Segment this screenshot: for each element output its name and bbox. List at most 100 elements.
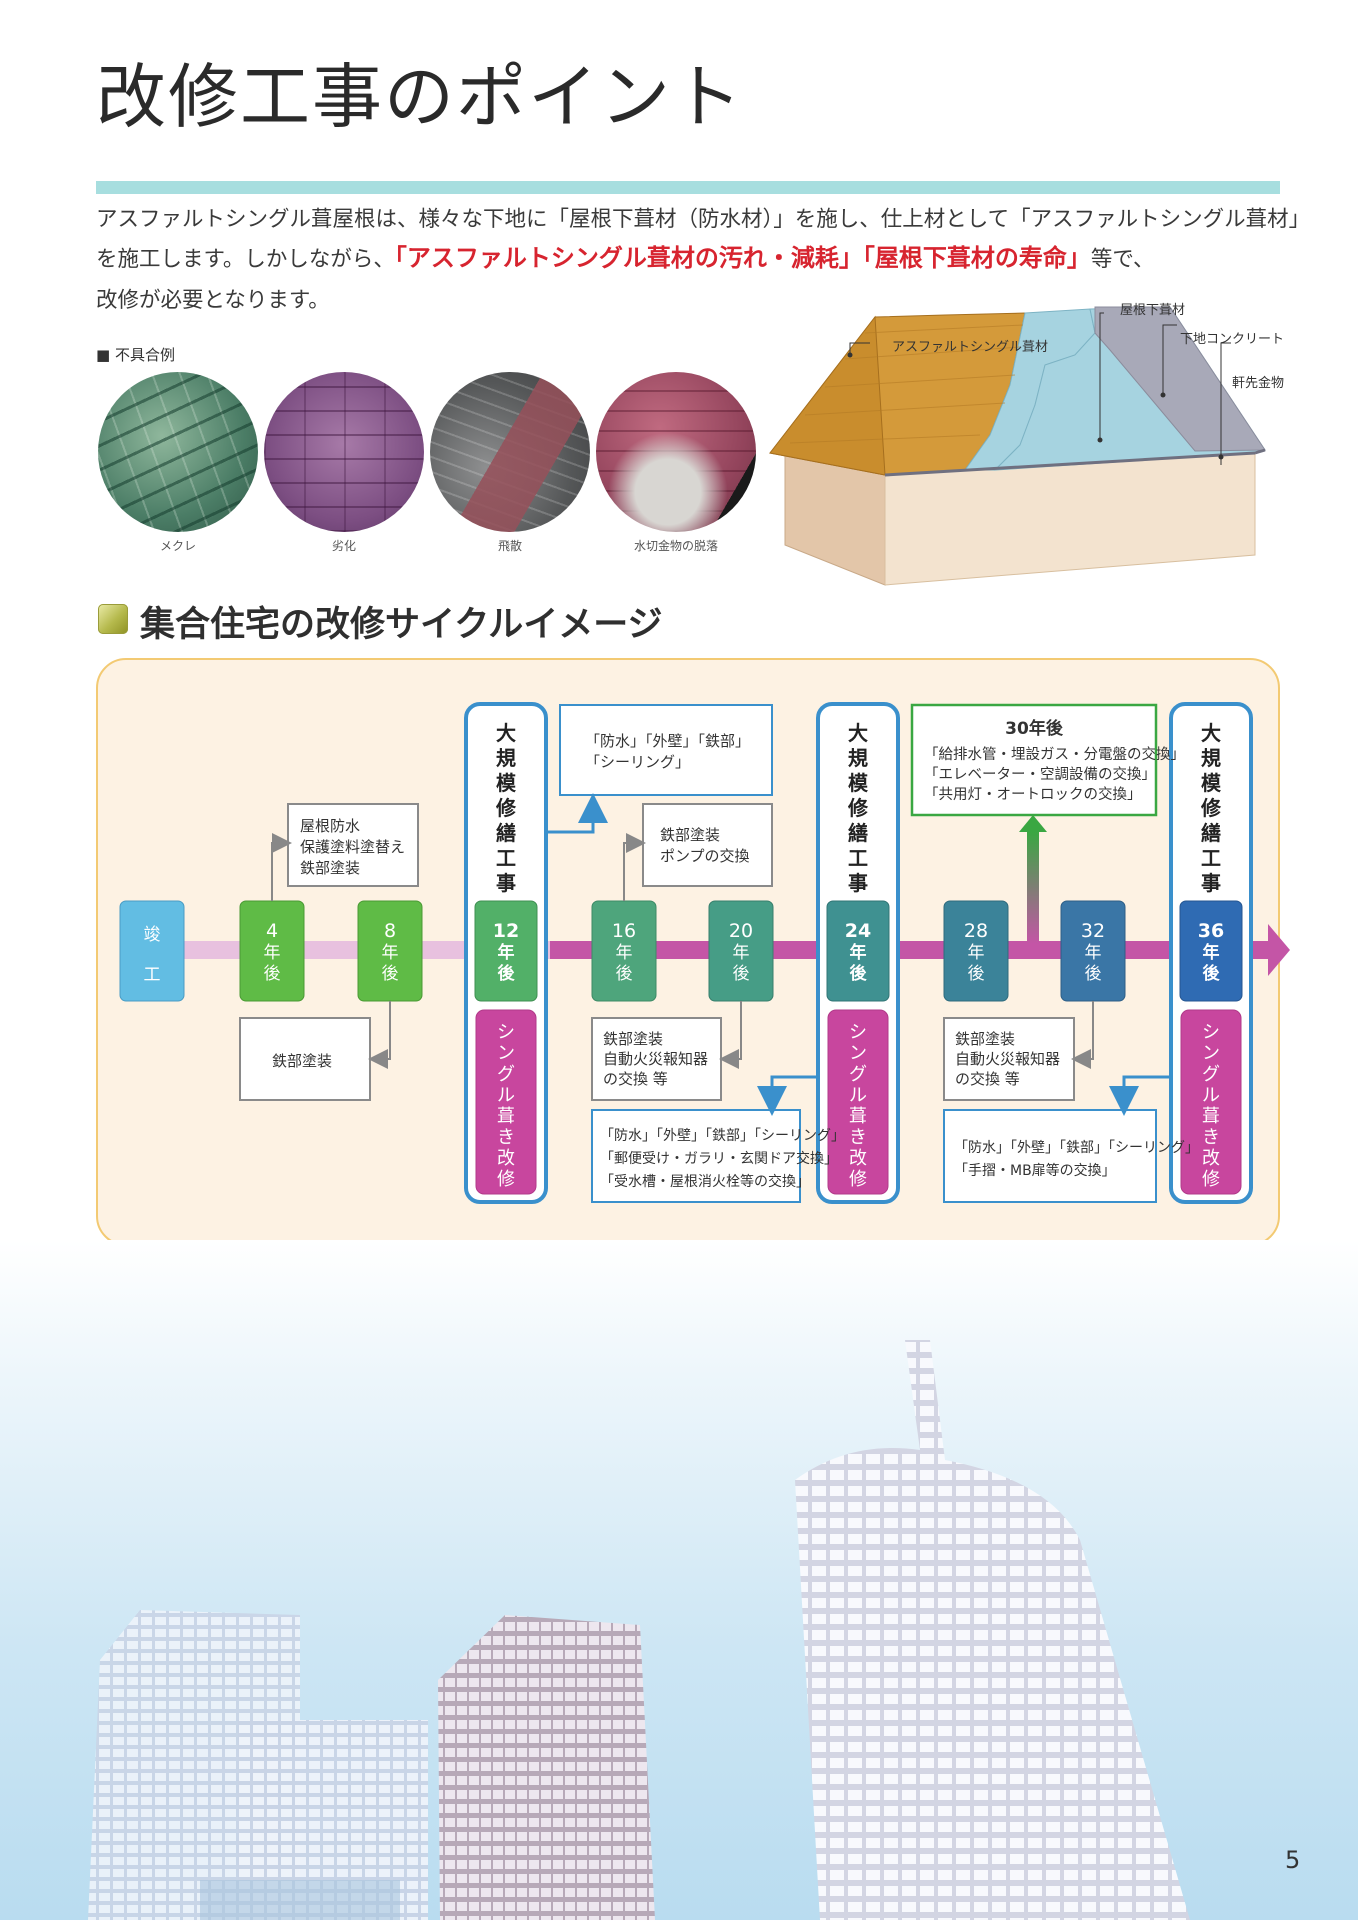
major-repair-label-0-char-0: 大 [496, 721, 516, 745]
info-30-line-3: 「共用灯・オートロックの交換」 [924, 785, 1142, 803]
info-box-16 [642, 803, 773, 887]
label-underlay: 屋根下葺材 [1120, 303, 1186, 318]
label-shingle-material: アスファルトシングル葺材 [892, 340, 1049, 355]
page-number: 5 [1285, 1846, 1301, 1874]
shingle-label-0-char-2: グ [497, 1064, 515, 1085]
info-box-12 [559, 704, 773, 796]
milestone-box-36 [1179, 900, 1243, 1002]
defect-photo-flashing-detached [596, 372, 756, 532]
connector-12 [546, 793, 608, 834]
connector-32 [1071, 1001, 1094, 1069]
major-repair-label-1-char-5: 工 [848, 846, 868, 870]
timeline-arrowhead [1268, 924, 1290, 976]
intro-line-3: 改修が必要となります。 [96, 288, 330, 313]
milestone-28-part-2: 年 [968, 943, 985, 963]
milestone-box-completion [119, 900, 185, 1002]
milestone-completion-char-1: 竣 [144, 925, 161, 945]
connector-30-head [1019, 815, 1047, 832]
info-4-line-2: 保護塗料塗替え [300, 838, 405, 856]
info-box-30 [910, 703, 1158, 817]
intro-highlight: 「アスファルトシングル葺材の汚れ・減耗」「屋根下葺材の寿命」 [394, 244, 1091, 272]
info-30-line-2: 「エレベーター・空調設備の交換」 [924, 765, 1156, 783]
shingle-label-0-char-0: シ [497, 1022, 515, 1043]
major-repair-label-1-char-2: 模 [848, 771, 869, 795]
major-repair-label-2-char-5: 工 [1201, 846, 1221, 870]
milestone-32-part-1: 32 [1081, 920, 1105, 942]
shingle-label-1-char-3: ル [849, 1085, 867, 1106]
info-box-8 [239, 1017, 371, 1101]
connector-36 [1109, 1075, 1171, 1116]
major-repair-label-0-char-1: 規 [496, 746, 516, 770]
shingle-label-1-char-6: 改 [849, 1148, 867, 1169]
shingle-label-1-char-4: 葺 [849, 1106, 867, 1127]
milestone-completion-char-2: 工 [144, 965, 161, 985]
roof-eaves-edge [884, 451, 1256, 477]
connector-20 [719, 1001, 742, 1069]
shingle-label-0-char-1: ン [497, 1043, 515, 1064]
milestone-box-12 [474, 900, 538, 1002]
milestone-4-part-2: 年 [264, 943, 281, 963]
connector-30-bar [1027, 832, 1039, 944]
defect-photo-peeling [98, 372, 258, 532]
shingle-label-1-char-7: 修 [849, 1169, 867, 1190]
info-32-line-3: の交換 等 [955, 1070, 1020, 1088]
major-repair-label-1-char-0: 大 [848, 721, 868, 745]
roof-concrete-layer [1094, 306, 1266, 452]
major-repair-label-1-char-4: 繕 [848, 821, 868, 845]
milestone-4-part-3: 後 [264, 964, 281, 984]
shingle-label-2-char-0: シ [1202, 1022, 1220, 1043]
defect-photo-deterioration [264, 372, 424, 532]
milestone-36-part-2: 年 [1203, 942, 1220, 963]
intro-line-2: を施工します。しかしながら、「アスファルトシングル葺材の汚れ・減耗」「屋根下葺材… [96, 240, 1286, 278]
defects-label: ■ 不具合例 [96, 346, 175, 364]
info-16-line-2: ポンプの交換 [660, 847, 750, 865]
shingle-label-0-char-4: 葺 [497, 1106, 515, 1127]
shingle-label-2-char-7: 修 [1202, 1169, 1220, 1190]
milestone-16-part-3: 後 [616, 964, 633, 984]
major-repair-label-2-char-0: 大 [1201, 721, 1221, 745]
major-repair-label-0-char-3: 修 [495, 796, 517, 820]
shingle-renovation-12 [475, 1009, 537, 1195]
milestone-12-part-1: 12 [493, 920, 519, 942]
milestone-box-28 [943, 900, 1009, 1002]
info-32-line-1: 鉄部塗装 [955, 1030, 1015, 1048]
milestone-box-24 [826, 900, 890, 1002]
milestone-4-part-1: 4 [266, 920, 278, 942]
major-repair-label-2-char-1: 規 [1201, 746, 1221, 770]
page-title: 改修工事のポイント [96, 56, 744, 138]
shingle-label-1-char-2: グ [849, 1064, 867, 1085]
milestone-24-part-3: 後 [850, 963, 868, 984]
milestone-16-part-1: 16 [612, 920, 636, 942]
major-repair-label-1-char-6: 事 [848, 871, 868, 895]
shingle-label-2-char-5: き [1202, 1127, 1220, 1148]
info-20-line-1: 鉄部塗装 [603, 1030, 663, 1048]
info-4-line-3: 鉄部塗装 [300, 859, 360, 877]
shingle-label-2-char-1: ン [1202, 1043, 1220, 1064]
info-30-title: 30年後 [1005, 718, 1064, 739]
milestone-8-part-1: 8 [384, 920, 396, 942]
intro-line-2-end: 等で、 [1090, 247, 1155, 272]
milestone-12-part-3: 後 [498, 963, 516, 984]
info-20-line-2: 自動火災報知器 [603, 1050, 708, 1068]
shingle-label-1-char-1: ン [849, 1043, 867, 1064]
info-20-line-3: の交換 等 [603, 1070, 668, 1088]
caption-deterioration: 劣化 [331, 539, 356, 553]
major-repair-label-1-char-1: 規 [848, 746, 868, 770]
shingle-label-2-char-2: グ [1202, 1064, 1220, 1085]
section-title: 集合住宅の改修サイクルイメージ [140, 605, 663, 645]
shingle-renovation-24 [827, 1009, 889, 1195]
defect-photo-scattering [430, 372, 590, 532]
buildings-illustration [88, 1340, 1190, 1920]
building-middle [438, 1615, 655, 1920]
info-box-24 [591, 1109, 801, 1203]
caption-peeling: メクレ [159, 539, 196, 553]
major-repair-label-2-char-6: 事 [1201, 871, 1221, 895]
timeline-bar-late [550, 941, 1272, 959]
major-repair-label-0-char-5: 工 [496, 846, 516, 870]
shingle-label-2-char-4: 葺 [1202, 1106, 1220, 1127]
major-repair-label-0-char-6: 事 [496, 871, 516, 895]
milestone-12-part-2: 年 [498, 942, 515, 963]
info-4-line-1: 屋根防水 [300, 817, 360, 835]
info-36-line-2: 「手摺・MB扉等の交換」 [954, 1162, 1116, 1179]
